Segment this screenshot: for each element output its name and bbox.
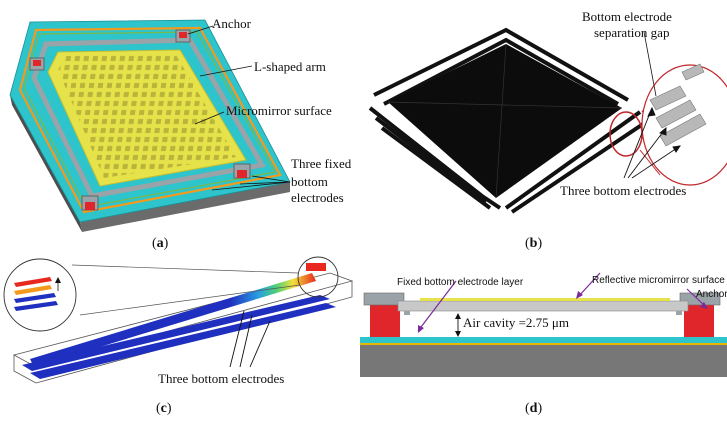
label-gap-line1: Bottom electrode: [582, 9, 672, 24]
substrate-side-left: [10, 95, 82, 232]
label-gap-line2: separation gap: [594, 25, 670, 40]
electrode-strip-1: [22, 295, 330, 371]
leader-fixed-2: [239, 181, 291, 185]
label-l-shaped-arm: L-shaped arm: [254, 59, 326, 74]
panel-a: Anchor L-shaped arm Micromirror surface …: [0, 0, 360, 255]
panel-d: Fixed bottom electrode layer Reflective …: [360, 255, 727, 427]
zoomed-electrodes: [649, 63, 707, 147]
label-three-bottom-electrodes-b: Three bottom electrodes: [560, 183, 687, 198]
zoom-bubble-c: [3, 258, 77, 332]
leader-gap: [643, 31, 657, 97]
cross-section-diagram: [360, 272, 727, 377]
electrode-trace-outer: [18, 26, 282, 214]
panel-b: Bottom electrode separation gap Three bo…: [360, 0, 727, 255]
caption-a: (a): [152, 236, 169, 251]
anchor-tip: [306, 263, 326, 271]
label-fixed-line1: Three fixed: [291, 156, 352, 171]
bottom-electrode-layer: [360, 337, 727, 343]
zoom-line-bottom: [639, 149, 661, 176]
l-shaped-arm: [31, 37, 266, 199]
zoomed-layers: [14, 277, 58, 311]
leader-anchor: [187, 25, 214, 35]
label-micromirror-surface: Micromirror surface: [226, 103, 332, 118]
deformed-arm: [30, 273, 316, 367]
anchor-bottom-right: [233, 163, 251, 179]
electrode-arrows: [623, 106, 681, 179]
leader-arm: [199, 65, 253, 77]
electrode-strip-2: [30, 303, 336, 379]
leader-fixed-1: [251, 175, 291, 183]
bottom-electrodes-diagram: [368, 27, 727, 214]
arrow-fixed-layer: [417, 280, 457, 332]
substrate: [360, 345, 727, 377]
label-fixed-line3: electrodes: [291, 190, 344, 205]
c-electrode-arrows: [229, 310, 271, 368]
panel-c: Three bottom electrodes (c): [0, 255, 360, 427]
label-air-cavity: Air cavity =2.75 μm: [463, 315, 570, 330]
label-fixed-bottom-electrode-layer: Fixed bottom electrode layer: [397, 277, 524, 288]
leader-fixed-3: [211, 181, 291, 191]
arrow-reflective: [577, 272, 601, 298]
anchor-top-left: [29, 57, 45, 71]
caption-b: (b): [525, 236, 543, 251]
micromirror-plate: [397, 300, 689, 312]
anchor-bottom-left: [81, 195, 99, 211]
anchor-left: [370, 305, 400, 337]
deformation-simulation: [3, 256, 354, 384]
micromirror-3d-diagram: [9, 19, 291, 232]
label-three-bottom-electrodes-c: Three bottom electrodes: [158, 371, 285, 386]
caption-d: (d): [525, 401, 543, 416]
leader-mirror: [194, 111, 225, 125]
electrode-trace-inner: [23, 31, 276, 208]
zoom-circle-c: [297, 256, 339, 298]
reflective-layer: [420, 298, 670, 301]
label-anchor-d: Anchor: [696, 289, 727, 300]
anchor-right: [684, 305, 714, 337]
micromirror-surface: [58, 55, 236, 178]
label-fixed-line2: bottom: [291, 174, 328, 189]
substrate-side-front: [80, 182, 290, 232]
caption-c: (c): [156, 401, 172, 416]
anchor-top-right: [175, 29, 191, 43]
label-anchor: Anchor: [212, 16, 251, 31]
electrode-stripes: [368, 27, 648, 214]
label-reflective-surface: Reflective micromirror surface: [592, 275, 725, 286]
bottom-electrode-plate: [388, 44, 622, 198]
sim-box-front: [13, 281, 353, 384]
